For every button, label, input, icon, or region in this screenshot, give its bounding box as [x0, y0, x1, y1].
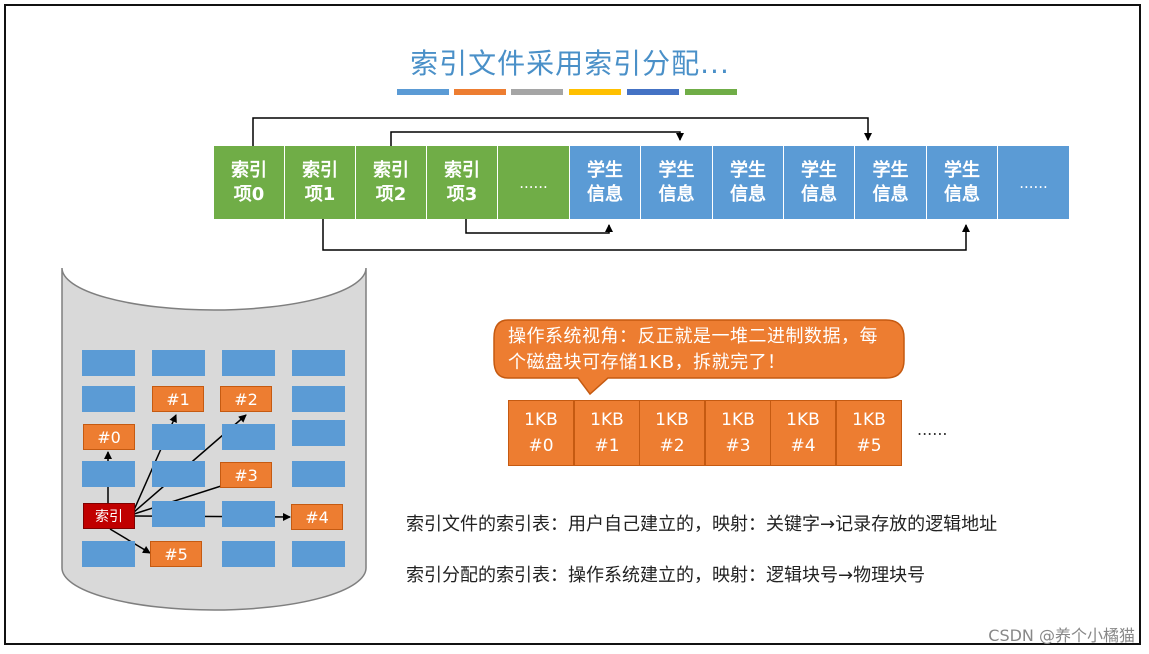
arrow-item1-to-record6	[322, 219, 970, 251]
disk-block	[222, 424, 275, 450]
disk-block	[82, 350, 135, 376]
callout-bubble	[493, 319, 905, 396]
disk-cylinder	[61, 267, 367, 611]
disk-block	[292, 350, 345, 376]
disk-block-1: #1	[152, 386, 204, 412]
index-item-2: 索引 项2	[356, 146, 427, 219]
kb-ellipsis: ......	[917, 420, 948, 439]
disk-block	[292, 420, 345, 446]
index-item-0: 索引 项0	[214, 146, 285, 219]
disk-block-4: #4	[291, 504, 343, 530]
arrow-item3-to-record1	[465, 219, 613, 234]
index-item-3: 索引 项3	[427, 146, 498, 219]
disk-block	[82, 386, 135, 412]
index-item-1: 索引 项1	[285, 146, 356, 219]
color-bar-1	[397, 89, 449, 95]
watermark: CSDN @养个小橘猫	[988, 626, 1135, 645]
disk-block	[152, 501, 205, 527]
statement-alloc-index: 索引分配的索引表：操作系统建立的，映射：逻辑块号→物理块号	[406, 565, 926, 586]
slide-title: 索引文件采用索引分配...	[410, 47, 730, 80]
record-cell-2: 学生 信息	[641, 146, 713, 219]
kb-block-4: 1KB #4	[770, 400, 836, 466]
kb-block-5: 1KB #5	[836, 400, 902, 466]
disk-block-0: #0	[83, 424, 135, 450]
disk-block	[222, 501, 275, 527]
arrow-item2-to-record2	[390, 131, 684, 146]
color-bar-3	[511, 89, 563, 95]
disk-block	[82, 461, 135, 487]
disk-block	[222, 541, 275, 567]
disk-block	[292, 386, 345, 412]
kb-block-3: 1KB #3	[705, 400, 771, 466]
disk-block	[82, 541, 135, 567]
record-cell-5: 学生 信息	[855, 146, 927, 219]
disk-block	[152, 461, 205, 487]
disk-block-2: #3	[220, 462, 272, 488]
kb-block-2: 1KB #2	[639, 400, 705, 466]
statement-file-index: 索引文件的索引表：用户自己建立的，映射：关键字→记录存放的逻辑地址	[406, 514, 998, 535]
record-cell-4: 学生 信息	[784, 146, 855, 219]
record-cell-6: 学生 信息	[927, 146, 998, 219]
disk-block	[152, 424, 205, 450]
arrow-item0-to-record5	[252, 117, 872, 146]
callout-text: 操作系统视角：反正就是一堆二进制数据，每个磁盘块可存储1KB，拆就完了！	[508, 326, 878, 373]
kb-block-1: 1KB #1	[574, 400, 640, 466]
disk-block-3: #2	[220, 386, 272, 412]
disk-block	[222, 350, 275, 376]
color-bar-4	[569, 89, 621, 95]
record-cell-3: 学生 信息	[713, 146, 784, 219]
record-cell-ellipsis: ......	[998, 146, 1069, 219]
color-bar-6	[685, 89, 737, 95]
color-bar-5	[627, 89, 679, 95]
disk-block	[152, 350, 205, 376]
kb-block-0: 1KB #0	[508, 400, 574, 466]
record-cell-1: 学生 信息	[570, 146, 641, 219]
disk-block	[292, 461, 345, 487]
disk-block-5: #5	[150, 541, 202, 567]
disk-block	[292, 541, 345, 567]
index-item-ellipsis: ......	[498, 146, 570, 219]
index-block: 索引	[83, 503, 135, 529]
color-bar-2	[454, 89, 506, 95]
